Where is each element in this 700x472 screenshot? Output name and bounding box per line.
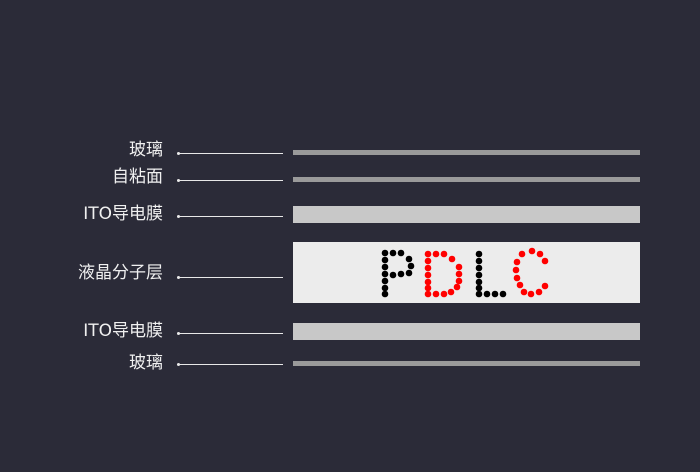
logo-dot xyxy=(455,270,463,278)
layer-ito-bottom xyxy=(293,323,640,340)
layer-glass-top xyxy=(293,150,640,155)
logo-dot xyxy=(424,250,432,258)
logo-dot xyxy=(520,288,528,296)
pdlc-letter-d xyxy=(424,250,463,298)
layer-ito-top xyxy=(293,206,640,223)
logo-dot xyxy=(536,250,544,258)
leader-line-adhesive xyxy=(177,179,283,182)
leader-line-glass-top xyxy=(177,152,283,155)
pdlc-letter-p xyxy=(381,249,415,298)
logo-dot xyxy=(447,288,455,296)
label-liquid-crystal: 液晶分子层 xyxy=(78,263,163,283)
logo-dot xyxy=(455,277,463,285)
logo-dot xyxy=(440,290,448,298)
logo-dot xyxy=(535,288,543,296)
logo-dot xyxy=(405,255,413,263)
logo-dot xyxy=(432,250,440,258)
logo-dot xyxy=(513,274,521,282)
logo-dot xyxy=(389,271,397,279)
logo-dot xyxy=(475,284,483,292)
logo-dot xyxy=(405,269,413,277)
logo-dot xyxy=(491,290,499,298)
logo-dot xyxy=(483,290,491,298)
logo-dot xyxy=(381,263,389,271)
leader-line-ito-bottom xyxy=(177,332,283,335)
leader-line-ito-top xyxy=(177,215,283,218)
logo-dot xyxy=(455,263,463,271)
logo-dot xyxy=(424,284,432,292)
logo-dot xyxy=(381,256,389,264)
logo-dot xyxy=(527,290,535,298)
logo-dot xyxy=(407,262,415,270)
logo-dot xyxy=(475,264,483,272)
logo-dot xyxy=(424,257,432,265)
logo-dot xyxy=(513,258,521,266)
leader-line-liquid-crystal xyxy=(177,276,283,279)
layer-liquid-crystal xyxy=(293,242,640,303)
logo-dot xyxy=(440,250,448,258)
logo-dot xyxy=(518,250,526,258)
logo-dot xyxy=(475,257,483,265)
logo-dot xyxy=(424,278,432,286)
logo-dot xyxy=(381,290,389,298)
pdlc-letter-l xyxy=(475,250,507,298)
logo-dot xyxy=(475,271,483,279)
logo-dot xyxy=(453,283,461,291)
label-ito-bottom: ITO导电膜 xyxy=(83,321,163,341)
logo-dot xyxy=(528,247,536,255)
logo-dot xyxy=(475,290,483,298)
logo-dot xyxy=(541,282,549,290)
logo-dot xyxy=(475,250,483,258)
label-ito-top: ITO导电膜 xyxy=(83,204,163,224)
logo-dot xyxy=(499,290,507,298)
label-glass-bottom: 玻璃 xyxy=(129,353,163,373)
logo-dot xyxy=(432,290,440,298)
logo-dot xyxy=(424,264,432,272)
label-adhesive: 自粘面 xyxy=(112,167,163,187)
logo-dot xyxy=(397,270,405,278)
label-glass-top: 玻璃 xyxy=(129,140,163,160)
logo-dot xyxy=(397,249,405,257)
logo-dot xyxy=(516,281,524,289)
logo-dot xyxy=(512,266,520,274)
logo-dot xyxy=(381,249,389,257)
logo-dot xyxy=(541,257,549,265)
pdlc-letter-c xyxy=(512,247,549,298)
logo-dot xyxy=(448,255,456,263)
layer-adhesive xyxy=(293,177,640,182)
layer-glass-bottom xyxy=(293,361,640,366)
logo-dot xyxy=(389,249,397,257)
logo-dot xyxy=(381,284,389,292)
logo-dot xyxy=(475,278,483,286)
logo-dot xyxy=(424,271,432,279)
leader-line-glass-bottom xyxy=(177,363,283,366)
logo-dot xyxy=(381,277,389,285)
logo-dot xyxy=(424,290,432,298)
logo-dot xyxy=(381,270,389,278)
